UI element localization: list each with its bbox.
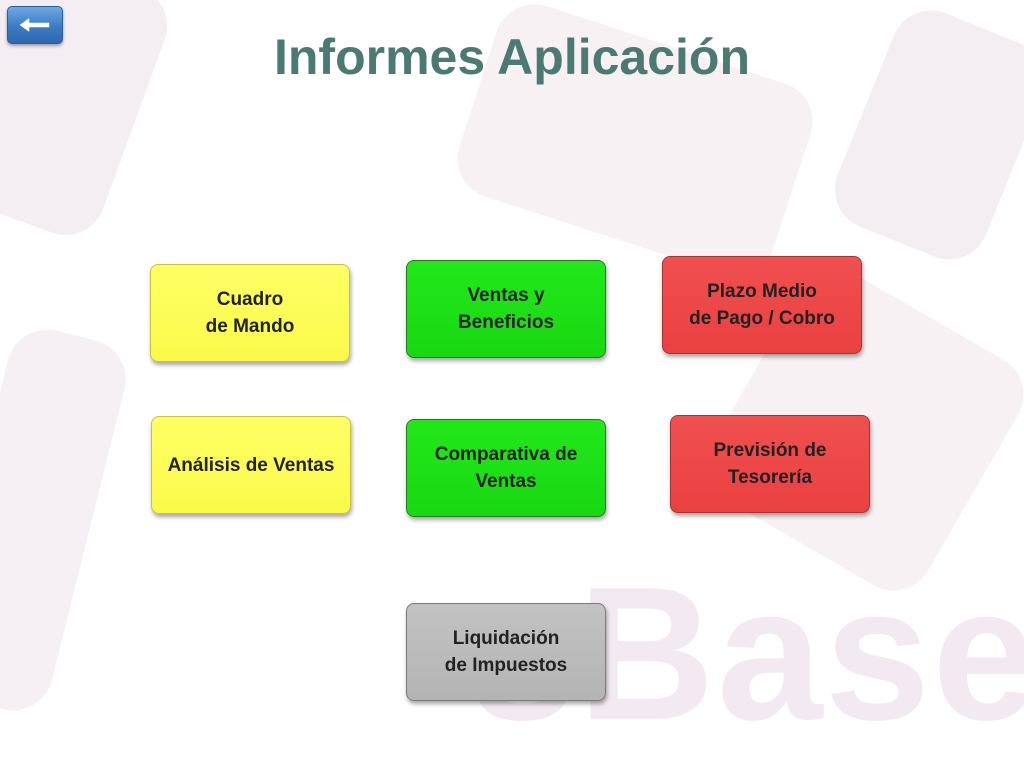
cuadro-de-mando-button[interactable]: Cuadro de Mando (150, 264, 350, 362)
left-arrow-icon (19, 18, 50, 32)
prevision-de-tesoreria-button[interactable]: Previsión de Tesorería (670, 415, 870, 513)
page-title: Informes Aplicación (273, 29, 751, 85)
plazo-medio-pago-cobro-button[interactable]: Plazo Medio de Pago / Cobro (662, 256, 862, 354)
background-shape (0, 321, 135, 719)
liquidacion-de-impuestos-button[interactable]: Liquidación de Impuestos (406, 603, 606, 701)
back-button[interactable] (7, 6, 63, 44)
comparativa-de-ventas-button[interactable]: Comparativa de Ventas (406, 419, 606, 517)
analisis-de-ventas-button[interactable]: Análisis de Ventas (151, 416, 351, 514)
ventas-y-beneficios-button[interactable]: Ventas y Beneficios (406, 260, 606, 358)
